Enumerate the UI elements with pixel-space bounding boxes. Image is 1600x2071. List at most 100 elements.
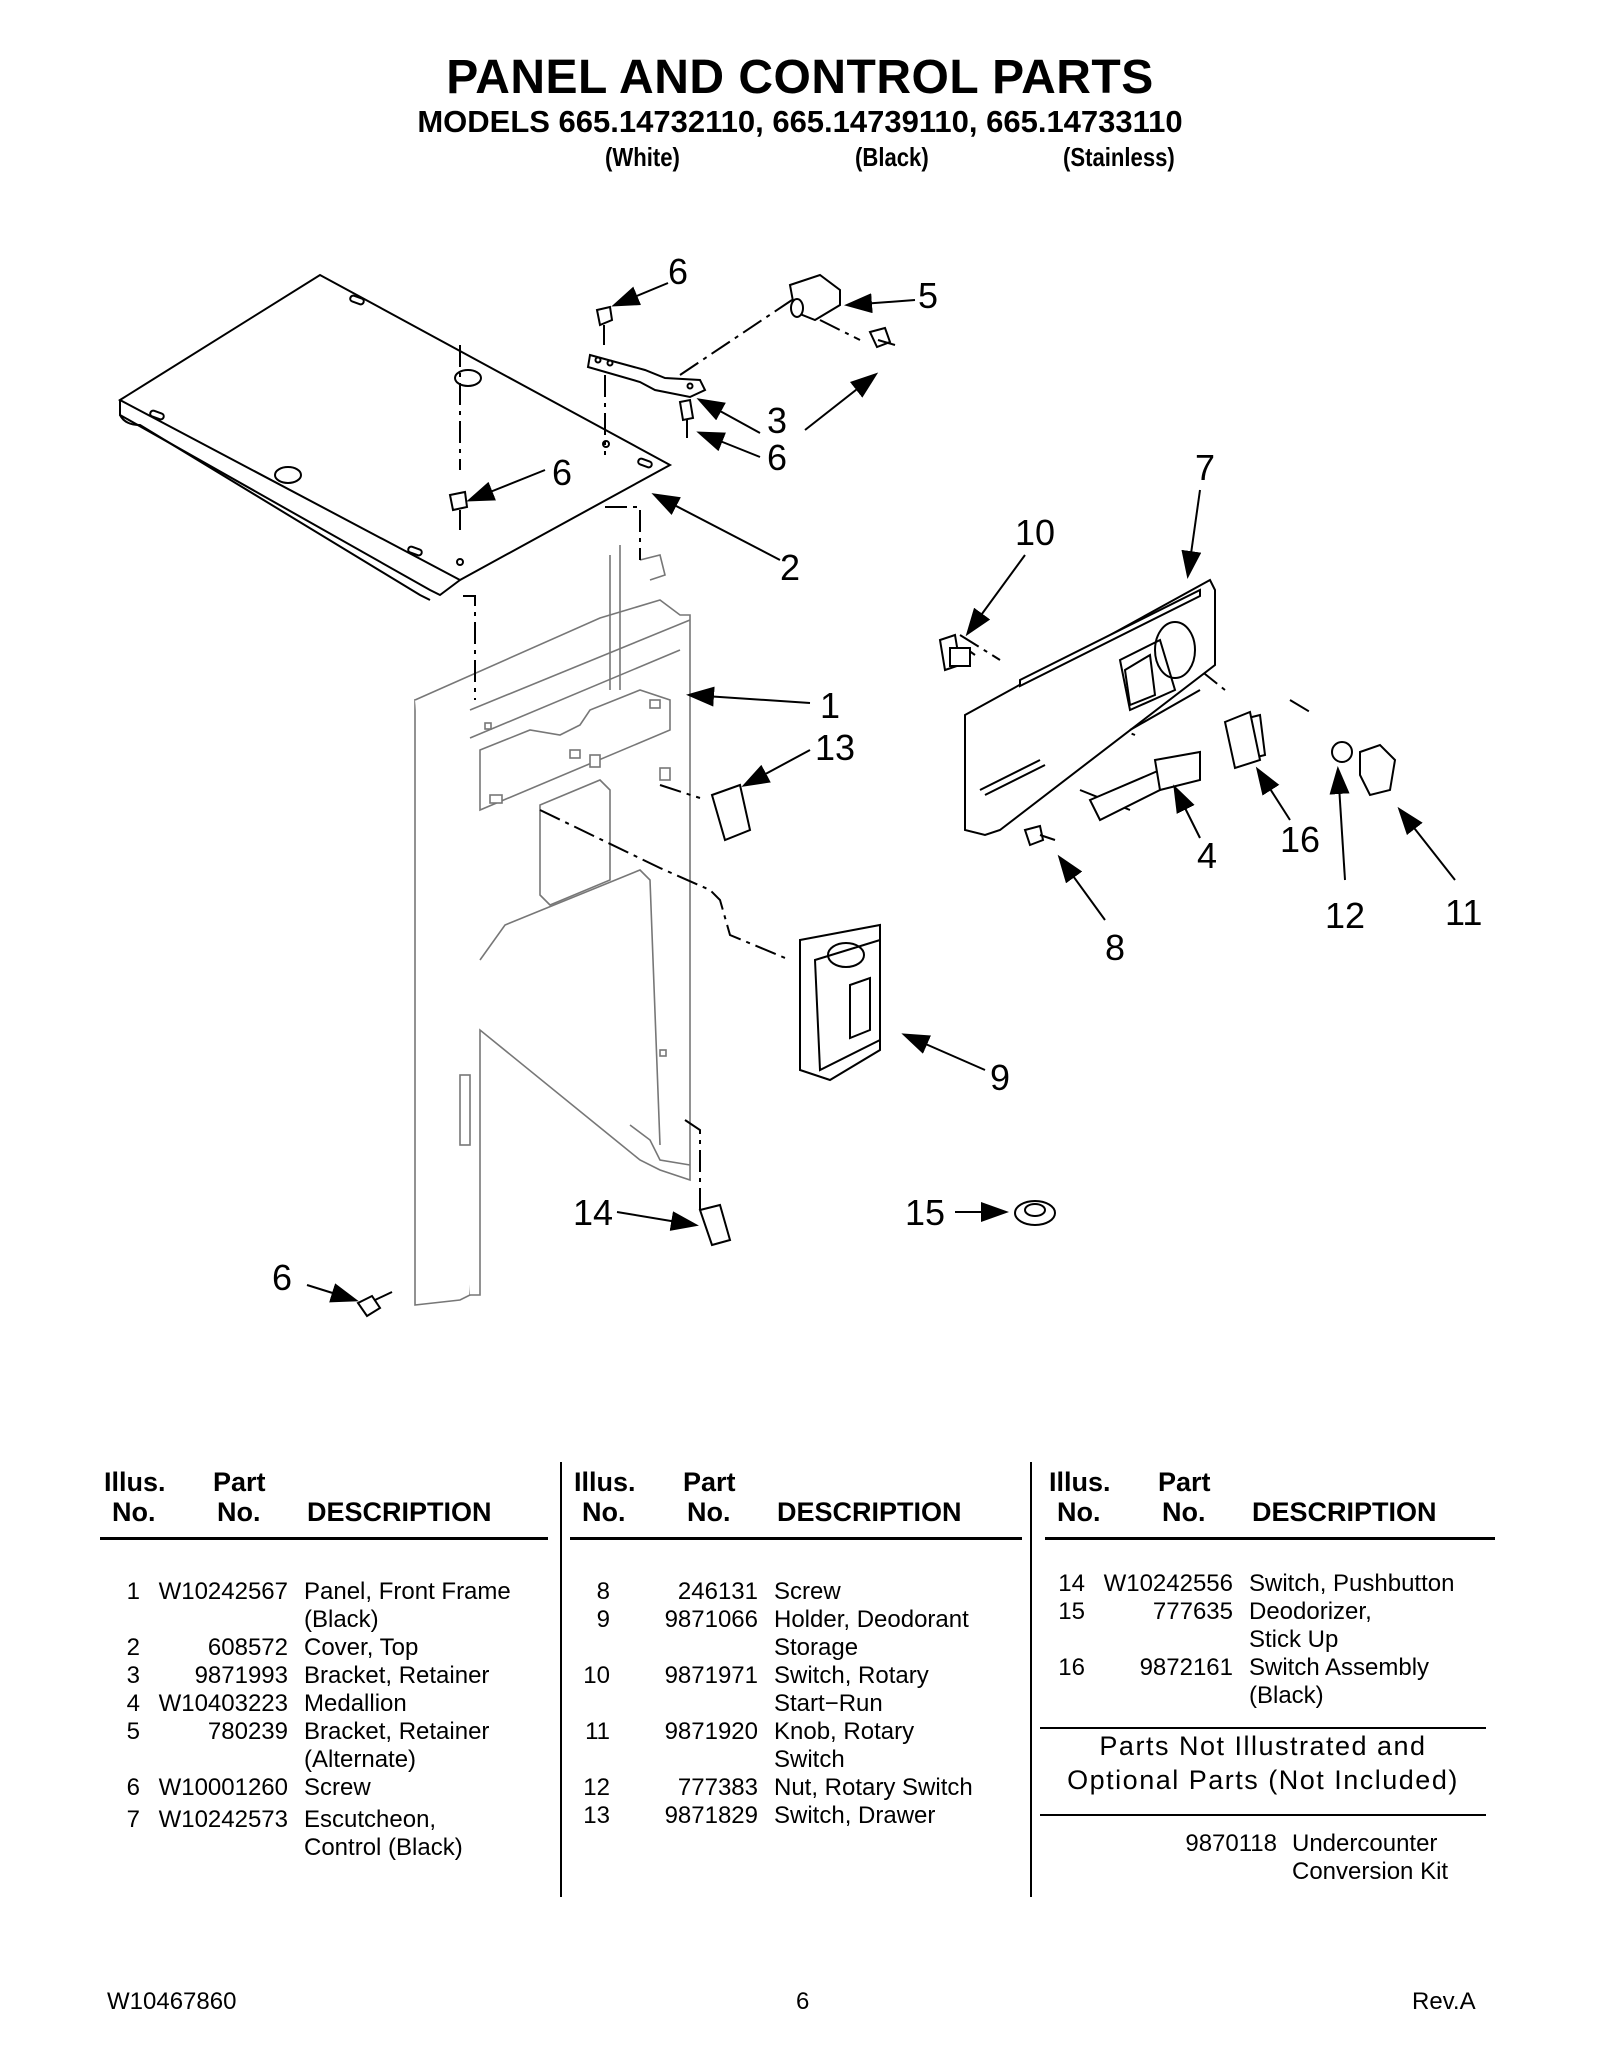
header-illus-no: No.	[112, 1497, 156, 1527]
description-line: Medallion	[304, 1690, 407, 1717]
description-line: Switch, Drawer	[774, 1802, 936, 1829]
description-line: Control (Black)	[304, 1834, 463, 1861]
header-description: DESCRIPTION	[1252, 1497, 1437, 1527]
exploded-parts-diagram: 6 5 3 6 6 2 7 10 1 13 4 16 12 11 8 9 14 …	[117, 251, 1482, 1318]
callout-9: 9	[990, 1057, 1010, 1098]
part-number: 9871971	[664, 1662, 758, 1689]
escutcheon-control	[964, 578, 1216, 837]
illus-number: 6	[126, 1774, 140, 1801]
header-illus-no: No.	[582, 1497, 626, 1527]
callout-3: 3	[767, 400, 787, 441]
description-line: (Black)	[1249, 1682, 1324, 1709]
leader-arrows	[306, 282, 1456, 1303]
description-line: Switch, Pushbutton	[1249, 1570, 1455, 1597]
description-line: Undercounter	[1292, 1830, 1438, 1857]
description-line: Switch Assembly	[1249, 1654, 1430, 1681]
description-line: (Alternate)	[304, 1746, 417, 1773]
callout-14: 14	[573, 1192, 613, 1233]
header-part-no: No.	[687, 1497, 731, 1527]
illus-number: 5	[126, 1718, 140, 1745]
callout-numbers: 6 5 3 6 6 2 7 10 1 13 4 16 12 11 8 9 14 …	[272, 251, 1482, 1298]
callout-11: 11	[1445, 892, 1482, 933]
part-number: 777635	[1152, 1598, 1233, 1625]
description-line: Bracket, Retainer	[304, 1718, 490, 1745]
header-part: Part	[683, 1467, 736, 1497]
part-number: W10242556	[1103, 1570, 1233, 1597]
header-illus-no: No.	[1057, 1497, 1101, 1527]
column-divider	[1030, 1462, 1032, 1897]
front-frame-panel	[414, 545, 691, 1306]
pni-heading-line-1: Parts Not Illustrated and	[1099, 1731, 1427, 1761]
callout-2: 2	[780, 547, 800, 588]
part-number: 780239	[207, 1718, 288, 1745]
illus-number: 3	[126, 1662, 140, 1689]
illus-number: 15	[1058, 1598, 1085, 1625]
part-number: W10001260	[158, 1774, 288, 1801]
column-divider	[560, 1462, 562, 1897]
callout-4: 4	[1197, 835, 1217, 876]
part-number: W10403223	[158, 1690, 288, 1717]
part-number: 9871920	[664, 1718, 758, 1745]
header-part: Part	[1158, 1467, 1211, 1497]
table-row: 4 W10403223 Medallion	[100, 1690, 540, 1718]
illus-number: 4	[126, 1690, 140, 1717]
retainer-bracket	[586, 273, 841, 399]
description-line: Stick Up	[1249, 1626, 1339, 1653]
control-components	[698, 633, 1397, 1247]
illus-number: 2	[126, 1634, 140, 1661]
description-line: Knob, Rotary	[774, 1718, 915, 1745]
description-line: Panel, Front Frame	[304, 1578, 511, 1605]
table-row: 5 780239 Bracket, Retainer(Alternate)	[100, 1718, 540, 1774]
header-description: DESCRIPTION	[307, 1497, 492, 1527]
table-row: 1 W10242567 Panel, Front Frame(Black)	[100, 1578, 540, 1634]
revision: Rev.A	[1412, 1988, 1476, 2015]
header-illus: Illus.	[1049, 1467, 1111, 1497]
description-line: (Black)	[304, 1606, 379, 1633]
callout-13: 13	[815, 727, 855, 768]
callout-5: 5	[918, 275, 938, 316]
description-line: Start−Run	[774, 1690, 883, 1717]
pni-heading-line-2: Optional Parts (Not Included)	[1067, 1765, 1459, 1795]
part-number: W10242573	[158, 1806, 288, 1833]
description-line: Nut, Rotary Switch	[774, 1774, 973, 1801]
header-description: DESCRIPTION	[777, 1497, 962, 1527]
callout-6b: 6	[767, 437, 787, 478]
variant-white: (White)	[605, 142, 680, 172]
description-line: Cover, Top	[304, 1634, 419, 1661]
illus-number: 11	[585, 1718, 610, 1745]
description-line: Storage	[774, 1634, 859, 1661]
callout-12: 12	[1325, 895, 1365, 936]
header-part: Part	[213, 1467, 266, 1497]
parts-table-column-2: Illus. No. Part No. DESCRIPTION	[570, 1465, 1022, 1540]
table-row: 6 W10001260 Screw	[100, 1774, 540, 1802]
part-number: 246131	[677, 1578, 758, 1605]
parts-table-column-1: Illus. No. Part No. DESCRIPTION	[100, 1465, 548, 1540]
pni-item: 9870118 Undercounter Conversion Kit	[1045, 1830, 1485, 1890]
part-number: 608572	[207, 1634, 288, 1661]
header-illus: Illus.	[104, 1467, 166, 1497]
description-line: Bracket, Retainer	[304, 1662, 490, 1689]
part-number: W10242567	[158, 1578, 288, 1605]
illus-number: 8	[596, 1578, 610, 1605]
illus-number: 12	[583, 1774, 610, 1801]
description-line: Screw	[774, 1578, 841, 1605]
part-number: 9871066	[664, 1606, 758, 1633]
illus-number: 13	[583, 1802, 610, 1829]
callout-15: 15	[905, 1192, 945, 1233]
header-part-no: No.	[217, 1497, 261, 1527]
page-number: 6	[796, 1988, 810, 2015]
parts-not-illustrated-heading: Parts Not Illustrated and Optional Parts…	[1040, 1727, 1486, 1816]
parts-table-column-3: Illus. No. Part No. DESCRIPTION	[1045, 1465, 1495, 1540]
description-line: Screw	[304, 1774, 371, 1801]
models-line: MODELS 665.14732110, 665.14739110, 665.1…	[417, 104, 1183, 139]
screws	[356, 305, 1056, 1318]
description-line: Switch	[774, 1746, 845, 1773]
description-line: Escutcheon,	[304, 1806, 437, 1833]
illus-number: 1	[126, 1578, 140, 1605]
